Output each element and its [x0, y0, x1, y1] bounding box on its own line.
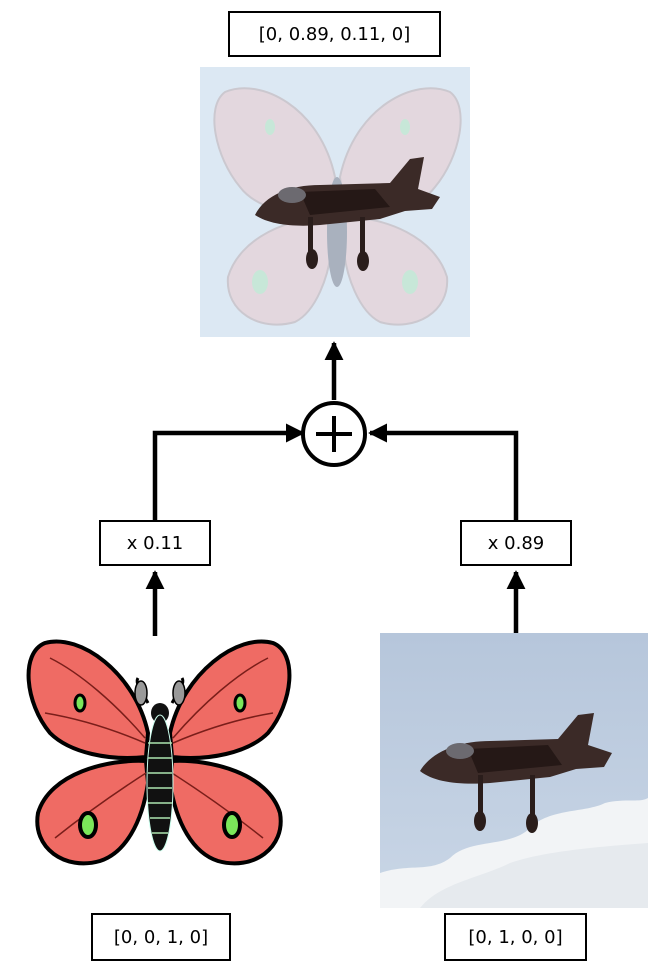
mixed-image: [200, 67, 470, 337]
airplane-weight-label: x 0.89: [460, 520, 572, 566]
butterfly-weight-label: x 0.11: [99, 520, 211, 566]
left-weight-to-sum-arrow: [155, 433, 303, 520]
airplane-vector-label: [0, 1, 0, 0]: [444, 913, 587, 961]
airplane-image: [380, 633, 648, 908]
mixed-vector-label: [0, 0.89, 0.11, 0]: [228, 11, 441, 57]
plus-circle-icon: [303, 403, 365, 465]
butterfly-image: [20, 633, 300, 873]
right-weight-to-sum-arrow: [370, 433, 516, 520]
butterfly-vector-label: [0, 0, 1, 0]: [91, 913, 231, 961]
